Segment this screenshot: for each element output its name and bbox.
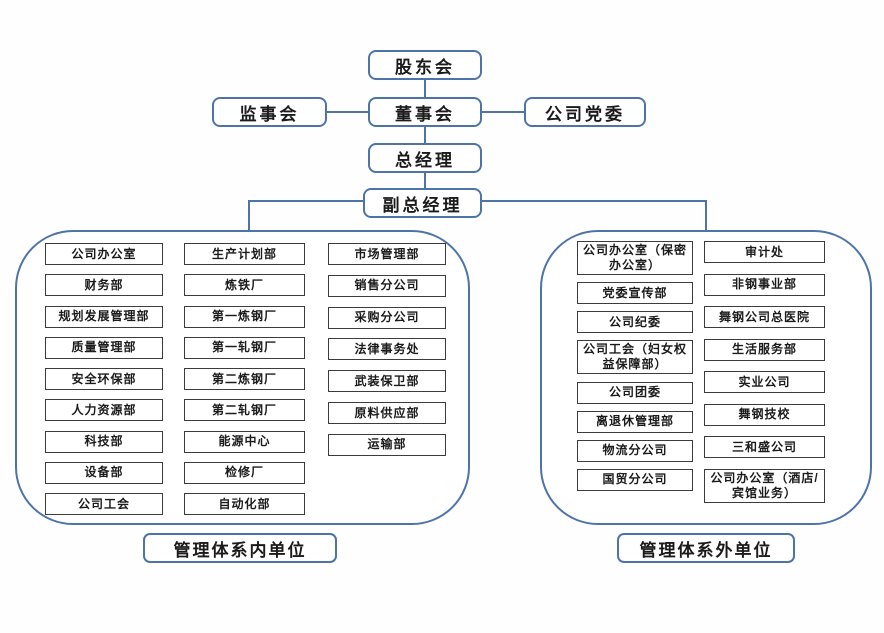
dept-box: 物流分公司 [577, 439, 693, 462]
connector-dgm-left-drop [248, 200, 250, 233]
external-column-1: 公司办公室（保密办公室） 党委宣传部公司纪委公司工会（妇女权益保障部） 公司团委离退… [577, 241, 693, 491]
dept-box: 实业公司 [704, 371, 825, 394]
connector-board-gm [424, 127, 426, 143]
dept-box: 党委宣传部 [577, 282, 693, 305]
node-general-manager: 总经理 [368, 143, 482, 173]
node-board-of-directors: 董事会 [368, 97, 482, 127]
dept-box: 第一炼钢厂 [184, 305, 305, 328]
dept-box: 非钢事业部 [704, 273, 825, 296]
internal-group-label: 管理体系内单位 [143, 533, 337, 563]
internal-column-1: 公司办公室财务部规划发展管理部质量管理部安全环保部人力资源部科技部设备部公司工会 [45, 243, 163, 515]
dept-box: 能源中心 [184, 430, 305, 453]
connector-gm-dgm [424, 172, 426, 188]
dept-box: 财务部 [45, 274, 163, 297]
connector-dgm-left-arm [248, 200, 365, 202]
dept-box: 自动化部 [184, 493, 305, 515]
dept-box: 舞钢公司总医院 [704, 306, 825, 329]
node-shareholders: 股东会 [368, 50, 482, 80]
dept-box: 检修厂 [184, 461, 305, 484]
dept-box: 公司办公室（保密办公室） [577, 241, 693, 275]
node-party-committee: 公司党委 [524, 97, 646, 127]
dept-box: 公司工会（妇女权益保障部） [577, 340, 693, 375]
dept-box: 武装保卫部 [328, 370, 446, 393]
dept-box: 公司工会 [45, 493, 163, 515]
dept-box: 人力资源部 [45, 399, 163, 422]
dept-box: 审计处 [704, 241, 825, 263]
dept-box: 生产计划部 [184, 243, 305, 265]
dept-box: 质量管理部 [45, 336, 163, 359]
dept-box: 采购分公司 [328, 306, 446, 329]
dept-box: 国贸分公司 [577, 468, 693, 491]
dept-box: 设备部 [45, 461, 163, 484]
dept-box: 公司纪委 [577, 311, 693, 334]
dept-box: 公司团委 [577, 381, 693, 404]
dept-box: 科技部 [45, 430, 163, 453]
dept-box: 第二轧钢厂 [184, 399, 305, 422]
dept-box: 公司办公室 [45, 243, 163, 265]
dept-box: 规划发展管理部 [45, 305, 163, 328]
external-group-label: 管理体系外单位 [617, 533, 795, 563]
dept-box: 运输部 [328, 433, 446, 456]
dept-box: 市场管理部 [328, 243, 446, 265]
node-deputy-general-manager: 副总经理 [363, 188, 482, 218]
dept-box: 原料供应部 [328, 402, 446, 425]
dept-box: 销售分公司 [328, 274, 446, 297]
node-supervisory-board: 监事会 [212, 97, 327, 127]
connector-shareholders-board [424, 80, 426, 98]
dept-box: 公司办公室（酒店/宾馆业务） [704, 468, 825, 503]
connector-dgm-right-arm [480, 200, 707, 202]
dept-box: 离退休管理部 [577, 410, 693, 433]
external-column-2: 审计处非钢事业部舞钢公司总医院生活服务部实业公司舞钢技校三和盛公司公司办公室（酒… [704, 241, 825, 503]
connector-board-party [482, 111, 524, 113]
connector-dgm-right-drop [705, 200, 707, 233]
dept-box: 生活服务部 [704, 338, 825, 361]
dept-box: 炼铁厂 [184, 274, 305, 297]
dept-box: 第一轧钢厂 [184, 336, 305, 359]
internal-column-3: 市场管理部销售分公司采购分公司法律事务处武装保卫部原料供应部运输部 [328, 243, 446, 456]
dept-box: 舞钢技校 [704, 403, 825, 426]
internal-column-2: 生产计划部炼铁厂第一炼钢厂第一轧钢厂第二炼钢厂第二轧钢厂能源中心检修厂自动化部 [184, 243, 305, 515]
dept-box: 三和盛公司 [704, 436, 825, 459]
dept-box: 第二炼钢厂 [184, 368, 305, 390]
dept-box: 法律事务处 [328, 338, 446, 361]
dept-box: 安全环保部 [45, 368, 163, 390]
connector-supervisory-board [327, 111, 368, 113]
